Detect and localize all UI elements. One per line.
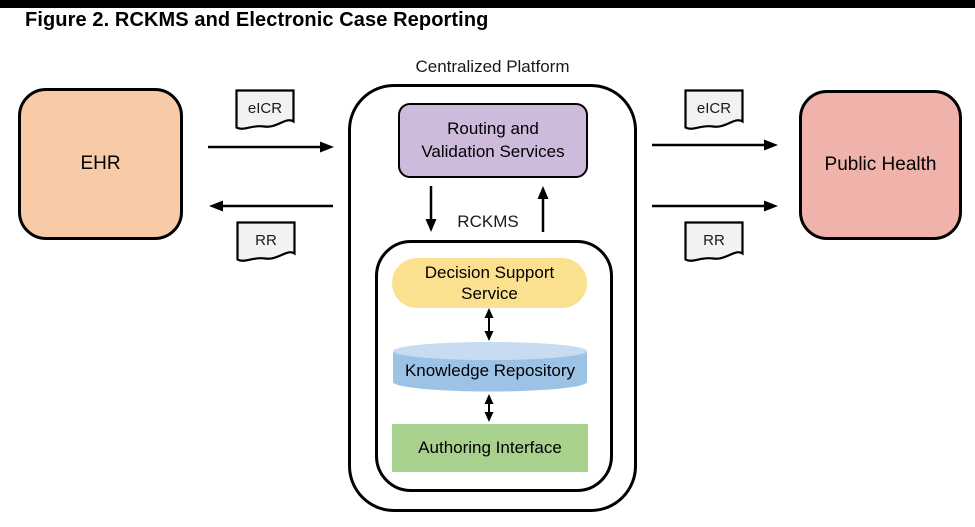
arrow-eicr-ehr-to-platform — [208, 141, 334, 153]
authoring-interface-label: Authoring Interface — [418, 438, 562, 457]
arrow-rr-platform-to-public-health — [652, 200, 778, 212]
rr-left-label: RR — [255, 232, 277, 249]
eicr-left-label: eICR — [248, 100, 282, 117]
ehr-node: EHR — [18, 88, 183, 240]
public-health-label: Public Health — [824, 154, 937, 175]
eicr-right-label: eICR — [697, 100, 731, 117]
routing-validation-node: Routing and Validation Services — [398, 103, 588, 178]
rckms-label: RCKMS — [457, 212, 519, 231]
dss-label-line2: Service — [461, 284, 518, 303]
routing-label-line1: Routing and — [447, 119, 539, 139]
rr-document-icon-left: RR — [236, 221, 296, 262]
database-cylinder-icon — [393, 342, 587, 392]
rr-document-icon-right: RR — [684, 221, 744, 262]
arrow-eicr-platform-to-public-health — [652, 139, 778, 151]
public-health-node: Public Health — [799, 90, 962, 240]
eicr-document-icon-right: eICR — [684, 89, 744, 130]
arrow-rr-platform-to-ehr — [209, 200, 333, 212]
knowledge-repository-node: Knowledge Repository — [392, 341, 588, 393]
figure-title: Figure 2. RCKMS and Electronic Case Repo… — [25, 9, 489, 31]
centralized-platform-container — [348, 84, 637, 512]
ehr-label: EHR — [80, 153, 121, 174]
dss-label-line1: Decision Support — [424, 262, 555, 282]
top-divider-bar — [0, 0, 975, 8]
routing-label-line2: Validation Services — [421, 141, 565, 161]
rckms-container — [375, 240, 613, 492]
decision-support-service-node: Decision Support Service — [392, 258, 587, 308]
eicr-document-icon-left: eICR — [235, 89, 295, 130]
knowledge-repository-label: Knowledge Repository — [404, 361, 576, 380]
authoring-interface-node: Authoring Interface — [392, 424, 588, 472]
rr-right-label: RR — [703, 232, 725, 249]
centralized-platform-label: Centralized Platform — [415, 57, 570, 76]
